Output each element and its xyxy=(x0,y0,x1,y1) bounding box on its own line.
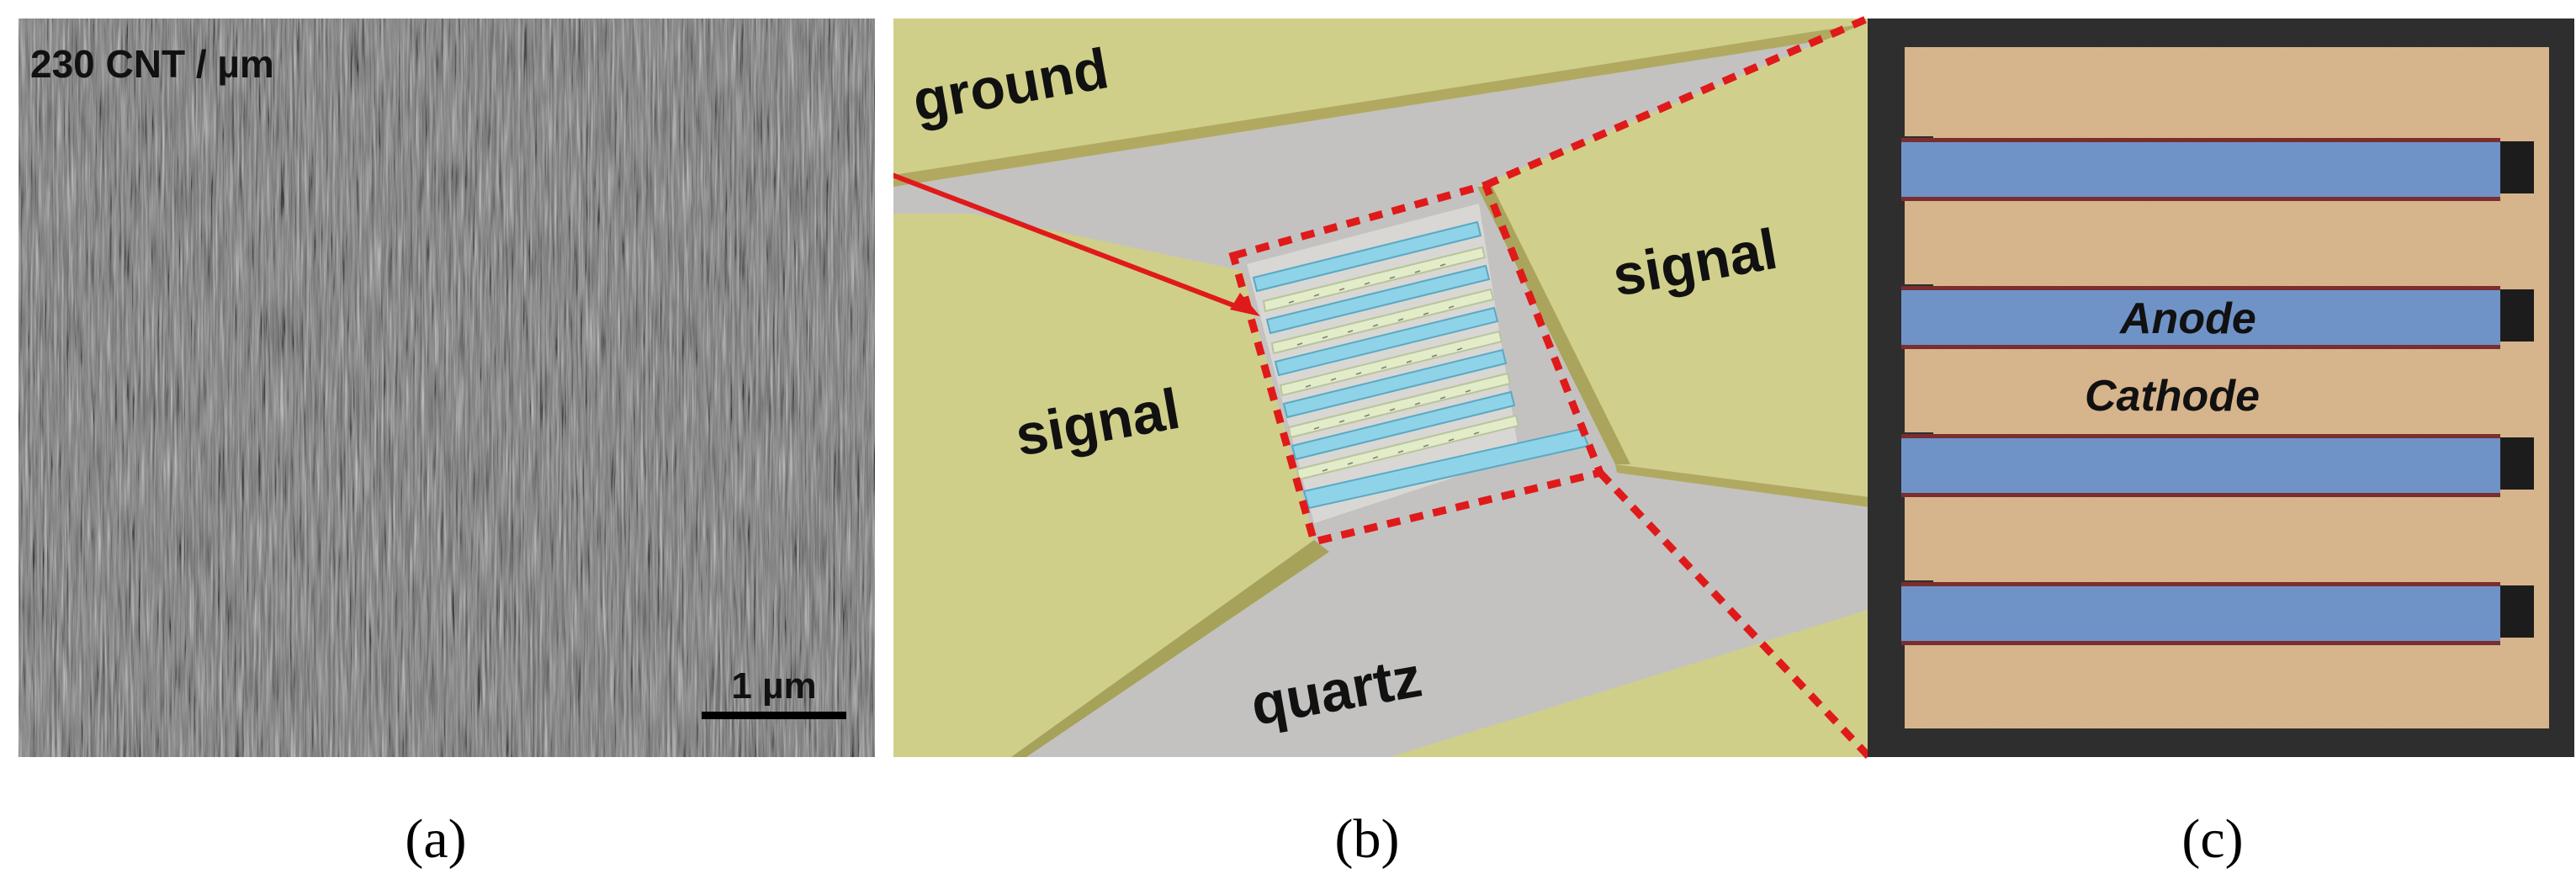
caption-c: (c) xyxy=(2181,808,2244,870)
anode-label: Anode xyxy=(2118,294,2256,343)
device-schematic-panel: ground signal signal quartz xyxy=(893,19,1876,757)
signal-electrode-left xyxy=(893,214,1314,757)
pointer-arrow xyxy=(893,172,1242,310)
anode-fingers xyxy=(1901,138,2534,645)
caption-b: (b) xyxy=(1334,808,1400,870)
interdigitated-fingers xyxy=(1247,204,1590,523)
sem-image-panel: 230 CNT / µm 1 µm xyxy=(19,19,875,757)
sem-image: 230 CNT / µm 1 µm xyxy=(19,19,875,757)
caption-a: (a) xyxy=(405,808,467,870)
finger-micrograph: Anode Cathode xyxy=(1868,19,2574,757)
cnt-density-label: 230 CNT / µm xyxy=(30,42,274,86)
scale-bar-label: 1 µm xyxy=(731,665,816,707)
finger-micrograph-panel: Anode Cathode xyxy=(1868,19,2574,757)
ground-electrode-top xyxy=(893,19,1876,175)
scale-bar xyxy=(702,712,846,719)
device-schematic: ground signal signal quartz xyxy=(893,19,1876,757)
cathode-label: Cathode xyxy=(2085,372,2260,421)
ground-electrode-bottom xyxy=(1390,607,1876,757)
